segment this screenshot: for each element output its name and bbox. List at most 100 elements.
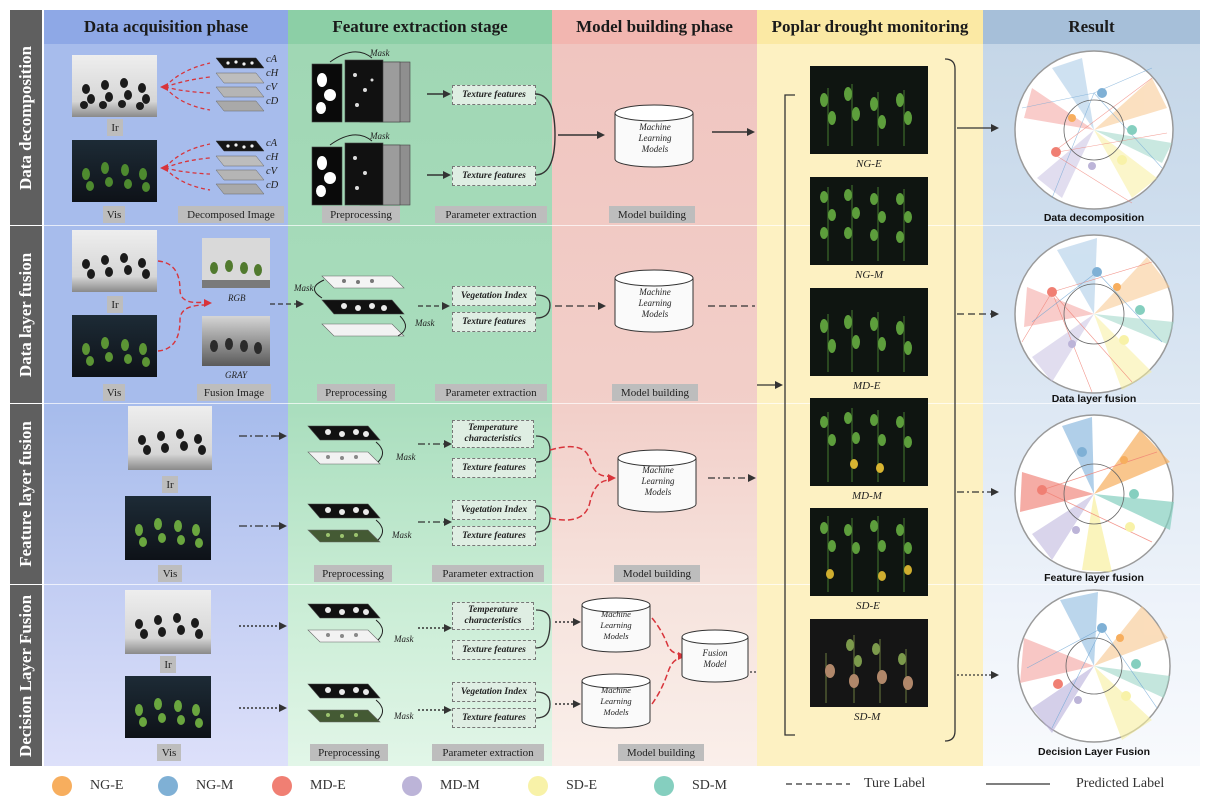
plant-photo-md-e [810,288,928,376]
model-building-caption: Model building [618,744,704,761]
chord-diagram-decomposition [1014,50,1174,210]
ml-models-label: Machine Learning Models [638,122,672,154]
ml-models-label: Machine Learning Models [638,287,672,319]
monitoring-connectors [757,58,956,742]
ir-caption: Ir [107,296,123,313]
temperature-box: Temperature characteristics [452,420,534,448]
vis-image [125,496,211,560]
legend-item-ng-m: NG-M [158,776,233,796]
decomposed-stack-ir [215,57,265,112]
decompose-arrows [160,62,211,191]
texture-features-box: Texture features [452,640,536,660]
header-result: Result [983,10,1200,44]
vis-caption: Vis [103,384,125,401]
ml-models-cylinder [614,104,694,168]
model-building-caption: Model building [612,384,698,401]
ir-caption: Ir [160,656,176,673]
row3-arrows [418,435,756,533]
result-title-decomposition: Data decomposition [1043,212,1145,224]
row-label-decomposition: Data decomposition [10,10,42,225]
class-label-sd-e: SD-E [856,600,880,612]
mask-label: Mask [415,318,435,328]
layer-stack [307,603,383,643]
class-label-ng-e: NG-E [856,158,882,170]
plant-photo-sd-e [810,508,928,596]
preprocessing-caption: Preprocessing [314,565,392,582]
legend-item-sd-e: SD-E [528,776,597,796]
chord-diagram-data-fusion [1014,234,1174,394]
result-title-feature-fusion: Feature layer fusion [1044,572,1144,584]
legend-swatch [52,776,72,796]
vegetation-index-box: Vegetation Index [452,682,536,702]
vis-caption: Vis [103,206,125,223]
ir-caption: Ir [162,476,178,493]
ir-image [125,590,211,654]
legend-item-md-e: MD-E [272,776,346,796]
legend-swatch [402,776,422,796]
dashed-line-icon [786,783,850,785]
ml-models-cylinder [617,449,697,513]
rgb-label: RGB [228,293,246,303]
legend-item-sd-m: SD-M [654,776,727,796]
cH-label: cH [266,152,279,163]
ml-models-label: Machine Learning Models [600,685,632,717]
layer-stack [307,425,383,465]
vis-caption: Vis [158,565,182,582]
legend-swatch [654,776,674,796]
chord-diagram-feature-fusion [1014,414,1174,574]
legend-item-ng-e: NG-E [52,776,123,796]
texture-features-box: Texture features [452,166,536,186]
ir-image [72,55,157,117]
mask-label: Mask [370,48,390,58]
parameter-extraction-caption: Parameter extraction [435,206,547,223]
header-model: Model building phase [552,10,757,44]
layer-stack [307,503,383,543]
fusion-arrows [157,260,212,352]
cD-label: cD [266,180,279,191]
preprocessing-caption: Preprocessing [310,744,388,761]
decomposed-image-caption: Decomposed Image [178,206,284,223]
model-building-caption: Model building [614,565,700,582]
result-connectors [957,124,999,679]
dashed-arrow [270,300,304,308]
row-label-data-fusion: Data layer fusion [10,226,42,403]
ml-models-label: Machine Learning Models [600,609,632,641]
legend-swatch [272,776,292,796]
cA-label: cA [266,54,278,65]
preprocessing-caption: Preprocessing [322,206,400,223]
parameter-extraction-caption: Parameter extraction [432,744,544,761]
row-label-feature-fusion: Feature layer fusion [10,404,42,584]
result-title-decision-fusion: Decision Layer Fusion [1037,746,1151,758]
result-title-data-fusion: Data layer fusion [1051,393,1137,405]
cH-label: cH [266,68,279,79]
plant-photo-md-m [810,398,928,486]
layer-stack [314,275,406,337]
row-separator [44,584,1200,585]
fusion-model-cylinder [681,629,749,683]
fusion-image-caption: Fusion Image [197,384,271,401]
parameter-extraction-caption: Parameter extraction [432,565,544,582]
parameter-extraction-caption: Parameter extraction [435,384,547,401]
class-label-md-e: MD-E [853,380,881,392]
header-monitoring: Poplar drought monitoring [757,10,983,44]
row-separator [44,225,1200,226]
mask-label: Mask [394,634,414,644]
preprocessing-caption: Preprocessing [317,384,395,401]
gray-image [202,316,270,366]
plant-photo-ng-e [810,66,928,154]
plant-photo-sd-m [810,619,928,707]
legend-true-label: Ture Label [786,776,925,792]
cA-label: cA [266,138,278,149]
texture-features-box: Texture features [452,458,536,478]
decomposed-stack-vis [215,140,265,195]
gray-label: GRAY [225,370,248,380]
row-label-decision-fusion: Decision Layer Fusion [10,585,42,766]
row1-arrows [427,90,755,179]
legend-swatch [158,776,178,796]
ml-models-cylinder [614,269,694,333]
mask-stack [311,134,411,206]
mask-stack [311,51,411,123]
cV-label: cV [266,82,278,93]
header-acquisition: Data acquisition phase [44,10,288,44]
vis-image [72,315,157,377]
